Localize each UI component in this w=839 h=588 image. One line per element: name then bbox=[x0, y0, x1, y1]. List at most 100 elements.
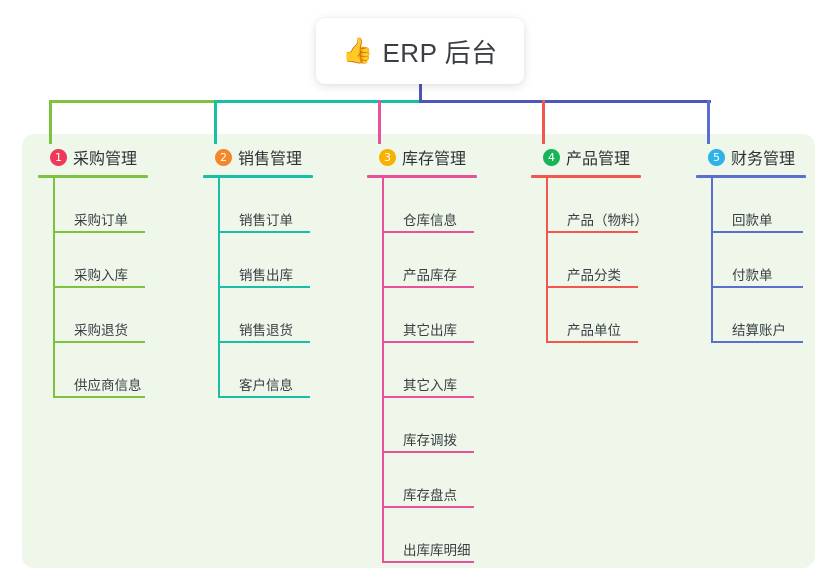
leaf-item[interactable]: 产品（物料） bbox=[546, 178, 679, 233]
leaf-item-label: 销售退货 bbox=[239, 323, 293, 338]
bus-segment-2 bbox=[214, 100, 421, 103]
column-items: 产品（物料） 产品分类产品单位 bbox=[546, 178, 679, 343]
column-1: 1 采购管理采购订单采购入库采购退货供应商信息 bbox=[36, 145, 186, 398]
leaf-item[interactable]: 销售订单 bbox=[218, 178, 351, 233]
leaf-item[interactable]: 付款单 bbox=[711, 233, 839, 288]
leaf-item-label: 出库库明细 bbox=[403, 543, 471, 558]
leaf-item[interactable]: 采购退货 bbox=[53, 288, 186, 343]
column-4: 4 产品管理产品（物料） 产品分类产品单位 bbox=[529, 145, 679, 343]
leaf-item[interactable]: 产品分类 bbox=[546, 233, 679, 288]
leaf-item[interactable]: 结算账户 bbox=[711, 288, 839, 343]
leaf-item-label: 付款单 bbox=[732, 268, 773, 283]
column-header-rule bbox=[696, 175, 806, 178]
column-spine bbox=[546, 178, 548, 343]
leaf-item[interactable]: 产品单位 bbox=[546, 288, 679, 343]
leaf-item-rule bbox=[384, 286, 474, 288]
column-header-rule bbox=[367, 175, 477, 178]
column-5: 5 财务管理回款单付款单结算账户 bbox=[694, 145, 839, 343]
column-title: 库存管理 bbox=[402, 151, 467, 168]
leaf-item-rule bbox=[384, 506, 474, 508]
leaf-item[interactable]: 库存盘点 bbox=[382, 453, 515, 508]
leaf-item[interactable]: 销售退货 bbox=[218, 288, 351, 343]
bus-segment-1 bbox=[49, 100, 216, 103]
leaf-item[interactable]: 其它入库 bbox=[382, 343, 515, 398]
leaf-item[interactable]: 采购入库 bbox=[53, 233, 186, 288]
column-header-1[interactable]: 1 采购管理 bbox=[36, 145, 186, 169]
column-spine bbox=[711, 178, 713, 343]
root-node-card[interactable]: 👍 ERP 后台 bbox=[316, 18, 524, 84]
column-spine bbox=[382, 178, 384, 563]
leaf-item[interactable]: 仓库信息 bbox=[382, 178, 515, 233]
leaf-item-rule bbox=[384, 231, 474, 233]
column-title: 采购管理 bbox=[73, 151, 138, 168]
leaf-item[interactable]: 回款单 bbox=[711, 178, 839, 233]
number-badge-icon: 5 bbox=[708, 148, 725, 166]
drop-line-3 bbox=[378, 100, 381, 144]
leaf-item-label: 产品单位 bbox=[567, 323, 621, 338]
leaf-item[interactable]: 库存调拨 bbox=[382, 398, 515, 453]
number-badge-icon: 2 bbox=[215, 148, 232, 166]
leaf-item-label: 产品库存 bbox=[403, 268, 457, 283]
column-title: 产品管理 bbox=[566, 151, 631, 168]
column-title: 销售管理 bbox=[238, 151, 303, 168]
leaf-item-rule bbox=[384, 396, 474, 398]
column-title: 财务管理 bbox=[731, 151, 796, 168]
leaf-item[interactable]: 供应商信息 bbox=[53, 343, 186, 398]
leaf-item-label: 产品（物料） bbox=[567, 213, 648, 228]
leaf-item-rule bbox=[220, 231, 310, 233]
leaf-item-rule bbox=[384, 451, 474, 453]
leaf-item-label: 库存调拨 bbox=[403, 433, 457, 448]
column-2: 2 销售管理销售订单销售出库销售退货客户信息 bbox=[201, 145, 351, 398]
drop-line-2 bbox=[214, 100, 217, 144]
trunk-line bbox=[419, 84, 422, 103]
leaf-item[interactable]: 客户信息 bbox=[218, 343, 351, 398]
leaf-item-rule bbox=[55, 341, 145, 343]
drop-line-4 bbox=[542, 100, 545, 144]
bus-segment-3 bbox=[419, 100, 711, 103]
drop-line-5 bbox=[707, 100, 710, 144]
column-items: 仓库信息产品库存其它出库其它入库库存调拨库存盘点出库库明细 bbox=[382, 178, 515, 563]
column-items: 采购订单采购入库采购退货供应商信息 bbox=[53, 178, 186, 398]
leaf-item-label: 其它出库 bbox=[403, 323, 457, 338]
leaf-item[interactable]: 其它出库 bbox=[382, 288, 515, 343]
leaf-item-rule bbox=[55, 231, 145, 233]
diagram-background-panel bbox=[22, 134, 815, 568]
leaf-item-rule bbox=[713, 286, 803, 288]
leaf-item-rule bbox=[55, 286, 145, 288]
leaf-item-label: 结算账户 bbox=[732, 323, 786, 338]
leaf-item-label: 销售出库 bbox=[239, 268, 293, 283]
column-header-3[interactable]: 3 库存管理 bbox=[365, 145, 515, 169]
leaf-item-rule bbox=[713, 341, 803, 343]
leaf-item-label: 供应商信息 bbox=[74, 378, 142, 393]
column-header-5[interactable]: 5 财务管理 bbox=[694, 145, 839, 169]
column-items: 回款单付款单结算账户 bbox=[711, 178, 839, 343]
leaf-item-rule bbox=[548, 231, 638, 233]
leaf-item-rule bbox=[384, 561, 474, 563]
leaf-item[interactable]: 采购订单 bbox=[53, 178, 186, 233]
leaf-item[interactable]: 销售出库 bbox=[218, 233, 351, 288]
column-header-2[interactable]: 2 销售管理 bbox=[201, 145, 351, 169]
leaf-item-label: 其它入库 bbox=[403, 378, 457, 393]
leaf-item-rule bbox=[713, 231, 803, 233]
column-items: 销售订单销售出库销售退货客户信息 bbox=[218, 178, 351, 398]
leaf-item-rule bbox=[548, 341, 638, 343]
leaf-item-label: 产品分类 bbox=[567, 268, 621, 283]
leaf-item-rule bbox=[384, 341, 474, 343]
leaf-item[interactable]: 出库库明细 bbox=[382, 508, 515, 563]
number-badge-icon: 3 bbox=[379, 148, 396, 166]
leaf-item[interactable]: 产品库存 bbox=[382, 233, 515, 288]
column-3: 3 库存管理仓库信息产品库存其它出库其它入库库存调拨库存盘点出库库明细 bbox=[365, 145, 515, 563]
leaf-item-rule bbox=[55, 396, 145, 398]
leaf-item-label: 采购订单 bbox=[74, 213, 128, 228]
leaf-item-label: 采购退货 bbox=[74, 323, 128, 338]
column-spine bbox=[218, 178, 220, 398]
column-header-rule bbox=[38, 175, 148, 178]
leaf-item-rule bbox=[220, 396, 310, 398]
thumbs-up-icon: 👍 bbox=[342, 36, 374, 65]
number-badge-icon: 1 bbox=[50, 148, 67, 166]
column-header-rule bbox=[531, 175, 641, 178]
leaf-item-label: 回款单 bbox=[732, 213, 773, 228]
column-header-4[interactable]: 4 产品管理 bbox=[529, 145, 679, 169]
number-badge-icon: 4 bbox=[543, 148, 560, 166]
leaf-item-label: 采购入库 bbox=[74, 268, 128, 283]
